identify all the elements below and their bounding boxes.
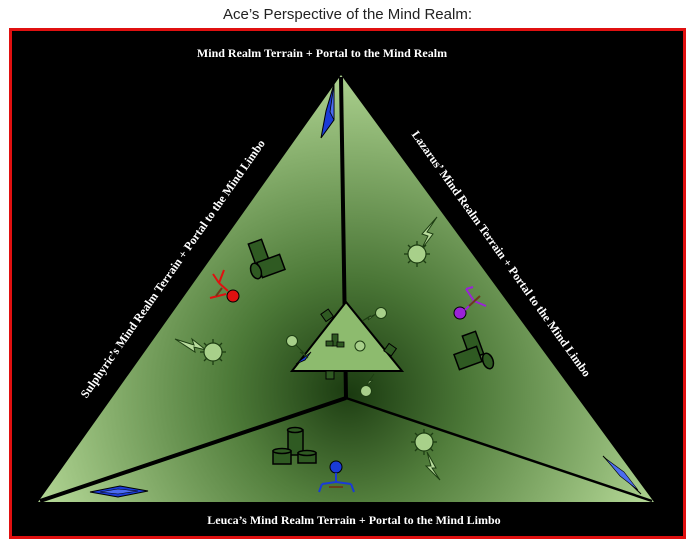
label-bottom: Leuca’s Mind Realm Terrain + Portal to t… bbox=[207, 513, 500, 527]
spore-creature-small-3-icon bbox=[355, 341, 365, 351]
label-top: Mind Realm Terrain + Portal to the Mind … bbox=[197, 46, 447, 60]
